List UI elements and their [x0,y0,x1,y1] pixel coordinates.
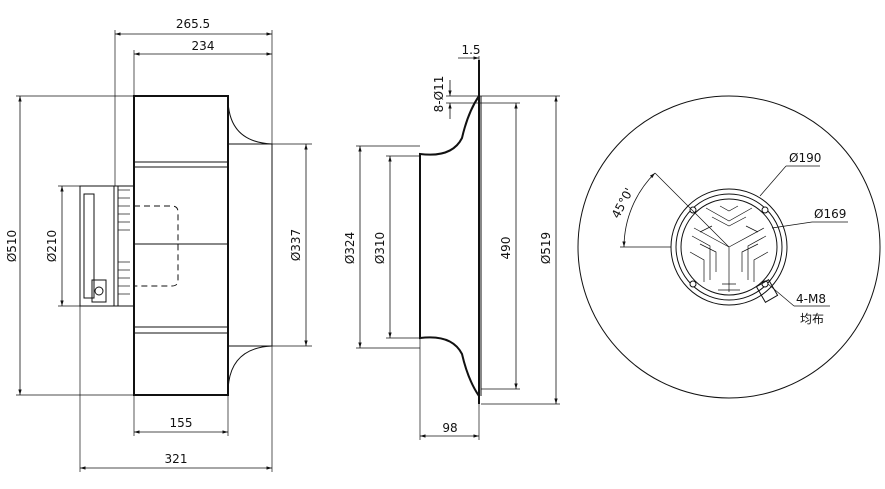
hub-circle [680,198,778,296]
dim-outer-diameter: Ø510 [5,230,19,262]
dim-hub-diameter: Ø169 [814,207,846,221]
fan-outer-circle [577,95,881,399]
dim-mounting-holes: 8-Ø11 [432,76,446,113]
hidden-hub [134,205,179,287]
cable-gland [91,279,107,303]
thread-note: 均布 [800,312,824,326]
bolt-hole [689,206,697,214]
inlet-ring-profile [419,95,480,397]
dim-body-width: 155 [170,416,193,430]
bolt-hole [761,206,769,214]
dim-inlet-inner: Ø310 [373,232,387,264]
inlet-ring-view: 1.5 8-Ø11 Ø324 Ø310 490 Ø519 98 [343,43,560,440]
dim-ring-depth: 98 [442,421,457,435]
dim-bolt-circle: Ø190 [789,151,821,165]
thread-callout: 4-M8 [796,292,826,306]
dim-motor-diameter: Ø210 [45,230,59,262]
dim-flange-thickness: 1.5 [461,43,480,57]
inlet-nozzle [227,97,273,394]
dim-impeller-length: 234 [192,39,215,53]
dim-inlet-diameter: Ø337 [289,229,303,261]
dim-hole-circle: 490 [499,237,513,260]
dim-overall-length: 265.5 [176,17,210,31]
connector-box [755,279,779,303]
bolt-hole [689,280,697,288]
motor-ribs [689,205,769,292]
impeller-body [133,95,229,396]
motor-housing [79,185,119,307]
dim-angle: 45°0' [609,186,636,221]
dim-flange-outer: Ø519 [539,232,553,264]
dim-inlet-outer: Ø324 [343,232,357,264]
front-view: 45°0' Ø190 Ø169 4-M8 均布 [577,95,881,399]
dim-total-width: 321 [165,452,188,466]
side-view: 265.5 234 Ø510 Ø210 Ø337 155 321 [5,17,312,472]
